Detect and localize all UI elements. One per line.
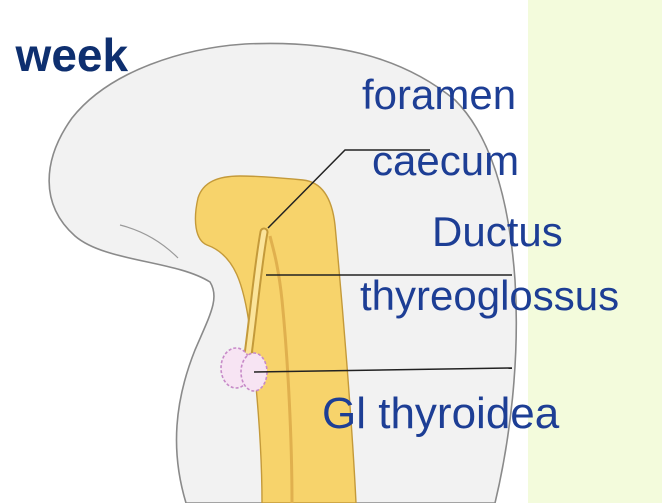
label-caecum: caecum (372, 140, 519, 182)
thyroid-gland-icon (221, 348, 267, 391)
label-foramen: foramen (362, 74, 516, 116)
label-ductus: Ductus (432, 211, 563, 253)
label-thyreoglossus: thyreoglossus (360, 275, 619, 317)
slide-title: . week (0, 32, 128, 78)
label-gl-thyroidea: Gl thyroidea (322, 392, 559, 436)
